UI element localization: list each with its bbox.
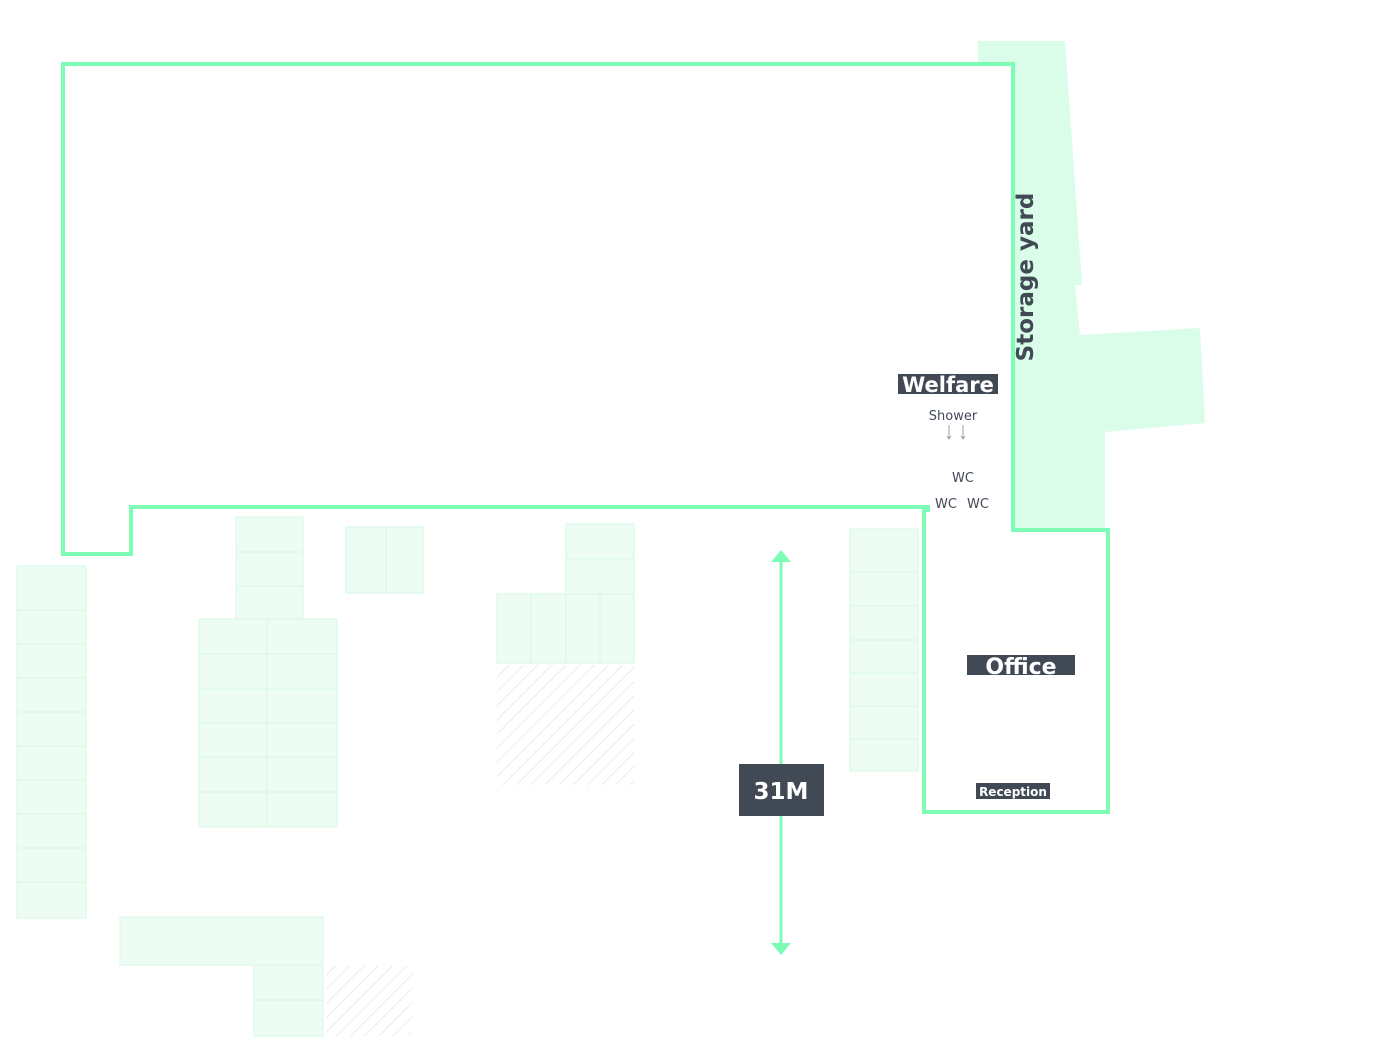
bays-right-column [849,528,919,772]
welfare-label-bg [898,374,998,394]
hatched-area-c [497,665,634,785]
wc-label-right: WC [967,497,989,512]
reception-label-bg [976,783,1050,799]
office-label-bg [967,655,1075,675]
shower-icon [946,425,966,440]
reception-label: Reception [979,785,1047,799]
shower-label: Shower [929,409,978,424]
bays-block-c [496,523,635,785]
wc-label-left: WC [935,497,957,512]
dimension-label: 31M [754,779,809,805]
bays-bottom [119,916,412,1037]
storage-yard-zone [978,41,1205,530]
office-label: Office [985,655,1056,680]
bays-left-column [16,565,87,919]
main-building-outline [61,62,1110,814]
dimension-label-bg [739,764,824,816]
storage-yard-label: Storage yard [1013,193,1039,362]
bays-block-b [345,526,424,594]
bays-block-a [198,516,338,828]
dimension-arrow: 31M [739,550,824,955]
hatched-area-bottom [326,966,412,1036]
wc-label-top: WC [952,471,974,486]
welfare-label: Welfare [902,373,994,397]
